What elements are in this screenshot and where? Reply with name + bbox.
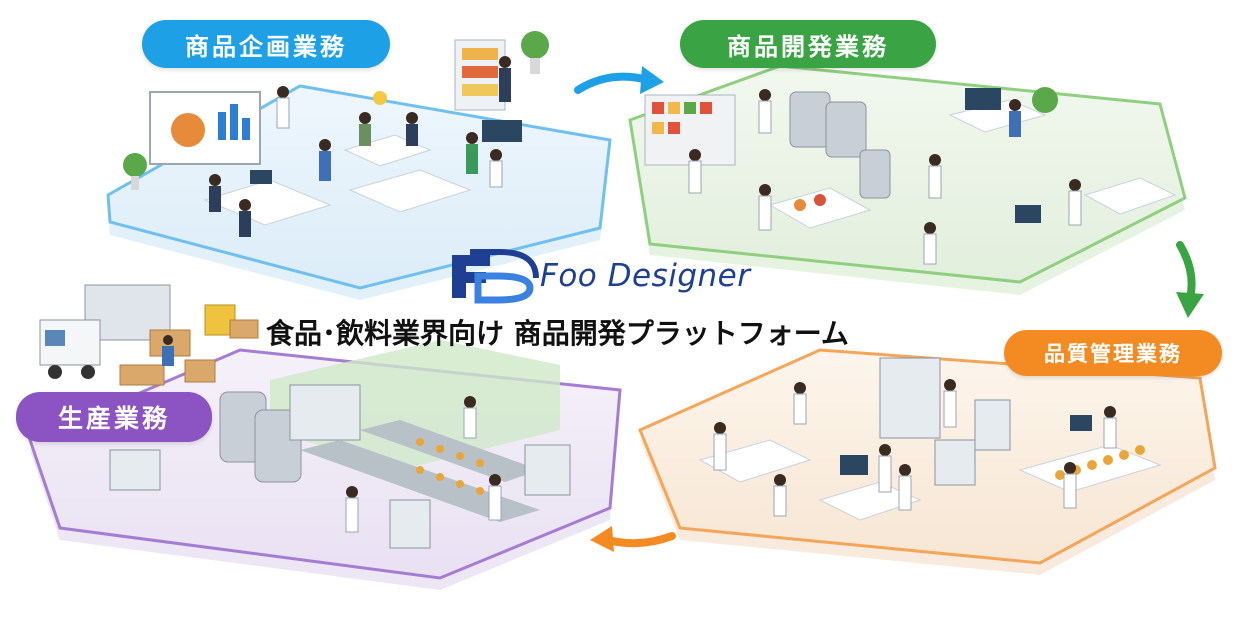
- arrow-right-icon: [574, 72, 652, 94]
- development-label: 商品開発業務: [680, 20, 936, 68]
- quality-label: 品質管理業務: [1004, 330, 1222, 376]
- logistics-area: [39, 284, 259, 386]
- production-label: 生産業務: [16, 392, 212, 442]
- brand-name: Foo Designer: [540, 258, 751, 294]
- arrow-left-head: [590, 526, 614, 552]
- quality-platform: [638, 348, 1217, 575]
- arrow-down-head: [1176, 292, 1204, 318]
- production-platform: [28, 340, 622, 590]
- development-platform: [628, 64, 1187, 295]
- fd-logo-icon: [452, 249, 539, 304]
- planning-platform: [106, 31, 612, 300]
- arrow-right-head: [640, 66, 664, 94]
- arrow-left-icon: [604, 532, 676, 548]
- planning-label: 商品企画業務: [142, 20, 390, 68]
- arrow-down-icon: [1176, 241, 1196, 302]
- brand-tagline: 食品･飲料業界向け 商品開発プラットフォーム: [266, 317, 849, 350]
